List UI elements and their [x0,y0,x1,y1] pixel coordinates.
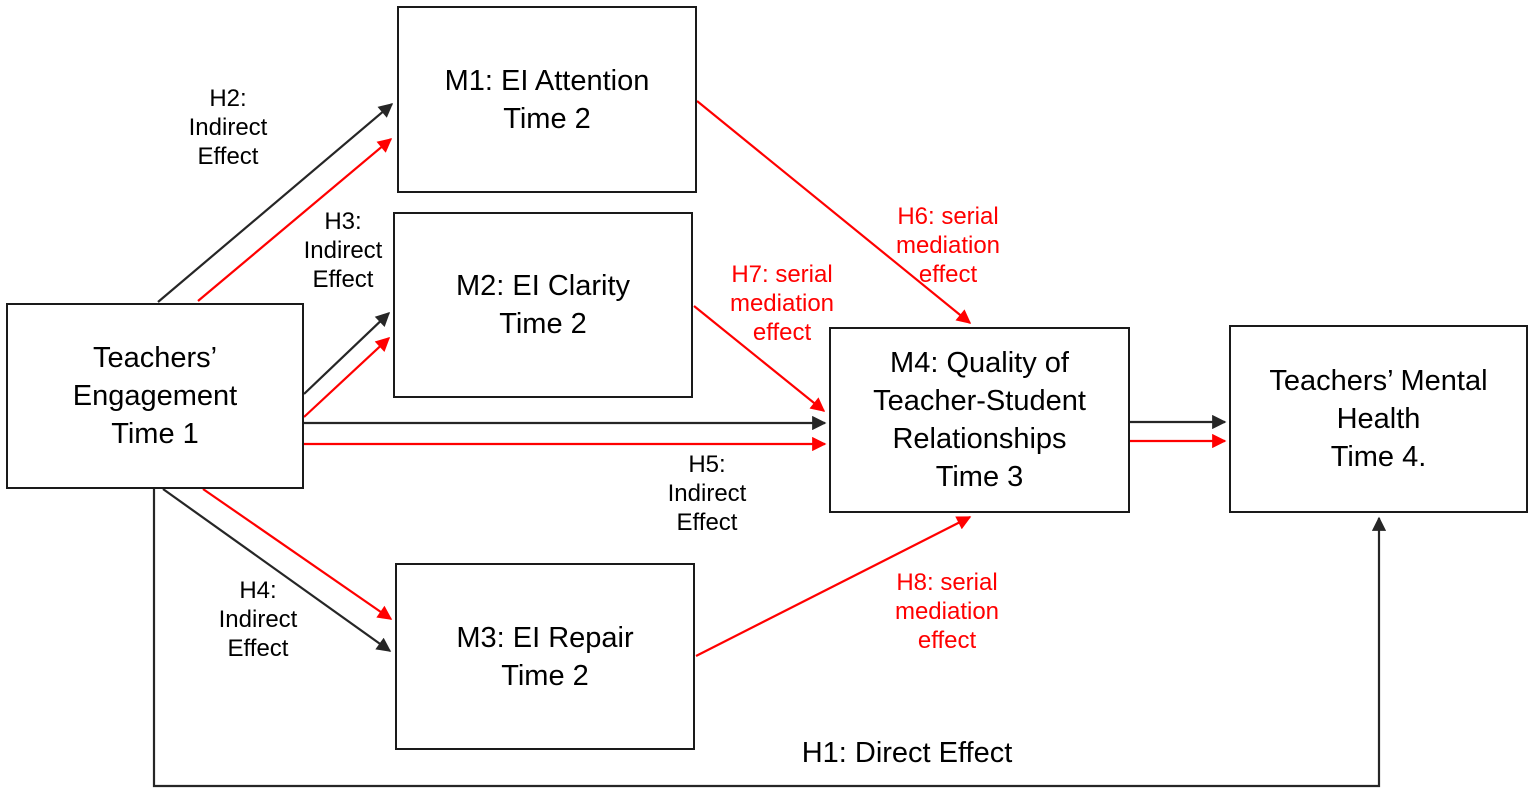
box-text-line: M2: EI Clarity [455,270,631,302]
box-m4-quality-teacher-student-relationships-time3: M4: Quality of Teacher-Student Relations… [829,327,1130,513]
box-text-line: Teachers’ [92,342,218,374]
box-text-line: Relationships [892,423,1067,455]
label-h5-indirect-effect: H5: Indirect Effect [607,450,807,537]
label-line: Indirect [218,606,298,633]
label-line: Effect [197,143,259,170]
label-line: H5: [688,451,726,478]
box-text-line: Time 3 [935,461,1024,493]
label-line: Indirect [303,237,383,264]
arrow-h3-red-engagement-to-m2 [303,337,391,418]
box-m1-ei-attention-time2: M1: EI Attention Time 2 [397,6,697,193]
label-line: mediation [894,598,1000,625]
label-line: H8: serial [896,569,998,596]
box-text-line: Time 2 [499,308,587,340]
label-line: mediation [729,290,835,317]
box-teachers-mental-health-time4: Teachers’ Mental Health Time 4. [1229,325,1528,513]
box-m3-ei-repair-time2: M3: EI Repair Time 2 [395,563,695,750]
box-text-line: M3: EI Repair [456,621,634,654]
box-text-line: Teacher-Student [873,385,1086,417]
label-line: H3: [324,208,362,235]
arrow-h3-black-engagement-to-m2 [303,312,391,395]
box-text-line: Time 2 [501,659,589,692]
label-line: Effect [312,266,374,293]
box-text-line: Time 2 [503,102,591,135]
label-h8-serial-mediation-effect: H8: serial mediation effect [847,568,1047,655]
label-line: Effect [676,509,738,536]
label-line: effect [917,627,977,654]
box-text-line: Time 4. [1330,441,1427,473]
label-h3-indirect-effect: H3: Indirect Effect [243,207,443,294]
box-text-line: Teachers’ Mental [1269,365,1488,397]
label-line: mediation [895,232,1001,259]
box-text-line: M1: EI Attention [444,64,650,97]
label-line: Indirect [188,114,268,141]
label-line: H4: [239,577,277,604]
label-line: H7: serial [731,261,833,288]
label-line: H6: serial [897,203,999,230]
label-line: effect [752,319,812,346]
label-h4-indirect-effect: H4: Indirect Effect [158,576,358,663]
box-text-line: Health [1336,403,1421,435]
label-h7-serial-mediation-effect: H7: serial mediation effect [682,260,882,347]
box-text-line: M4: Quality of [890,347,1069,379]
label-h1-direct-effect: H1: Direct Effect [757,736,1057,770]
box-teachers-engagement-time1: Teachers’ Engagement Time 1 [6,303,304,489]
box-m2-ei-clarity-time2: M2: EI Clarity Time 2 [393,212,693,398]
box-text-line: Time 1 [111,418,199,450]
label-line: Effect [227,635,289,662]
label-line: H1: Direct Effect [801,737,1013,769]
label-line: H2: [209,85,247,112]
label-line: Indirect [667,480,747,507]
box-text-line: Engagement [72,380,238,412]
label-h2-indirect-effect: H2: Indirect Effect [128,84,328,171]
